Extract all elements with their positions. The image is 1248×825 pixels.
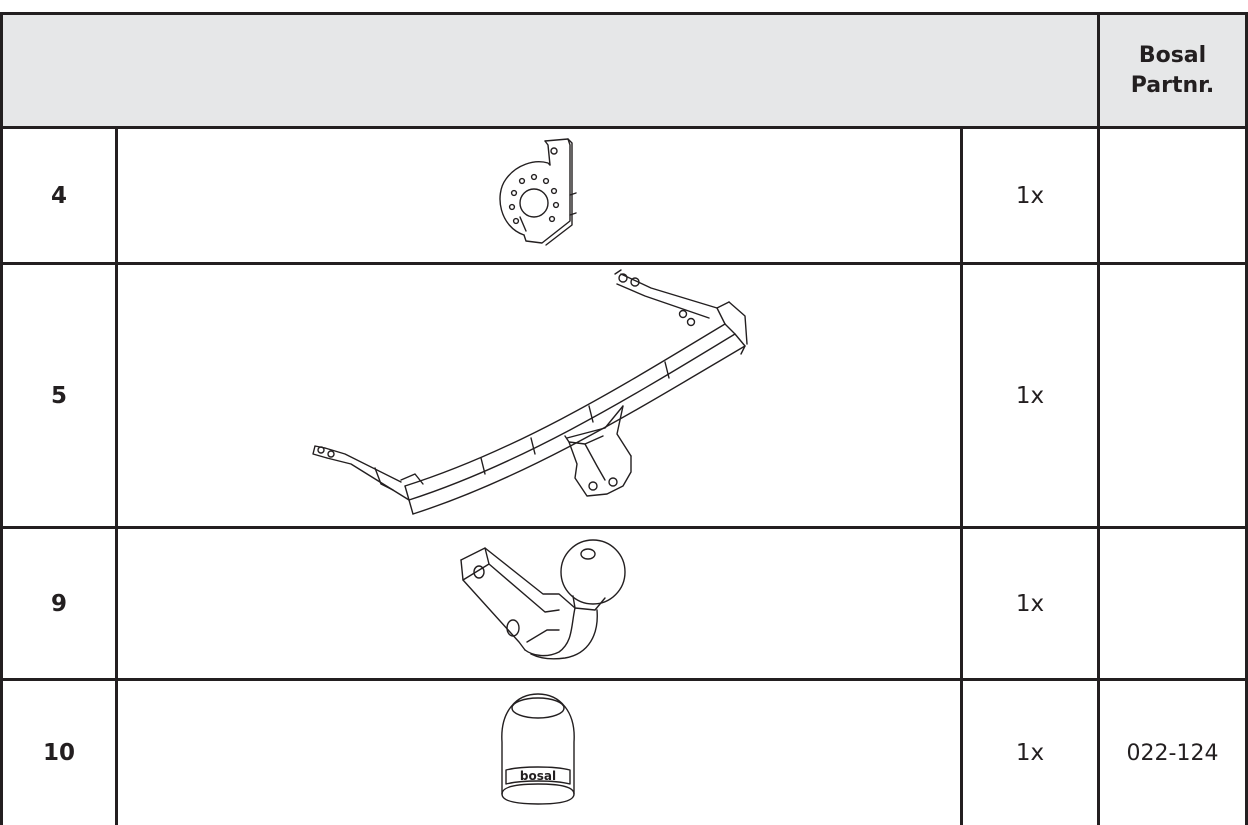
row-divider xyxy=(0,262,1248,265)
cap-logo-text: bosal xyxy=(520,769,556,783)
row-quantity: 1x xyxy=(1015,382,1045,409)
row-divider xyxy=(0,12,1248,15)
ball-cover-cap-icon: bosal xyxy=(501,693,575,805)
row-number: 4 xyxy=(50,182,67,209)
row-partnr xyxy=(1100,129,1245,262)
row-divider xyxy=(0,126,1248,129)
towbar-crossbar-icon xyxy=(312,269,748,515)
header-partnr-line1: Bosal xyxy=(1138,42,1207,68)
row-quantity: 1x xyxy=(1015,740,1045,766)
column-divider xyxy=(960,126,963,825)
row-partnr: 022-124 xyxy=(1126,740,1219,766)
column-divider xyxy=(1245,12,1248,825)
row-divider xyxy=(0,526,1248,529)
row-divider xyxy=(0,678,1248,681)
row-number: 9 xyxy=(50,590,67,617)
column-divider xyxy=(115,126,118,825)
header-partnr: Bosal Partnr. xyxy=(1100,15,1245,126)
row-partnr xyxy=(1100,265,1245,526)
tow-ball-neck-icon xyxy=(460,539,626,660)
row-quantity: 1x xyxy=(1015,590,1045,617)
row-number: 10 xyxy=(42,740,75,766)
column-divider xyxy=(0,12,3,825)
table-header xyxy=(0,14,1248,128)
row-partnr xyxy=(1100,529,1245,678)
row-quantity: 1x xyxy=(1015,182,1045,209)
socket-bracket-icon xyxy=(499,138,577,246)
column-divider xyxy=(1097,12,1100,825)
row-number: 5 xyxy=(50,382,67,409)
header-partnr-line2: Partnr. xyxy=(1130,72,1215,98)
